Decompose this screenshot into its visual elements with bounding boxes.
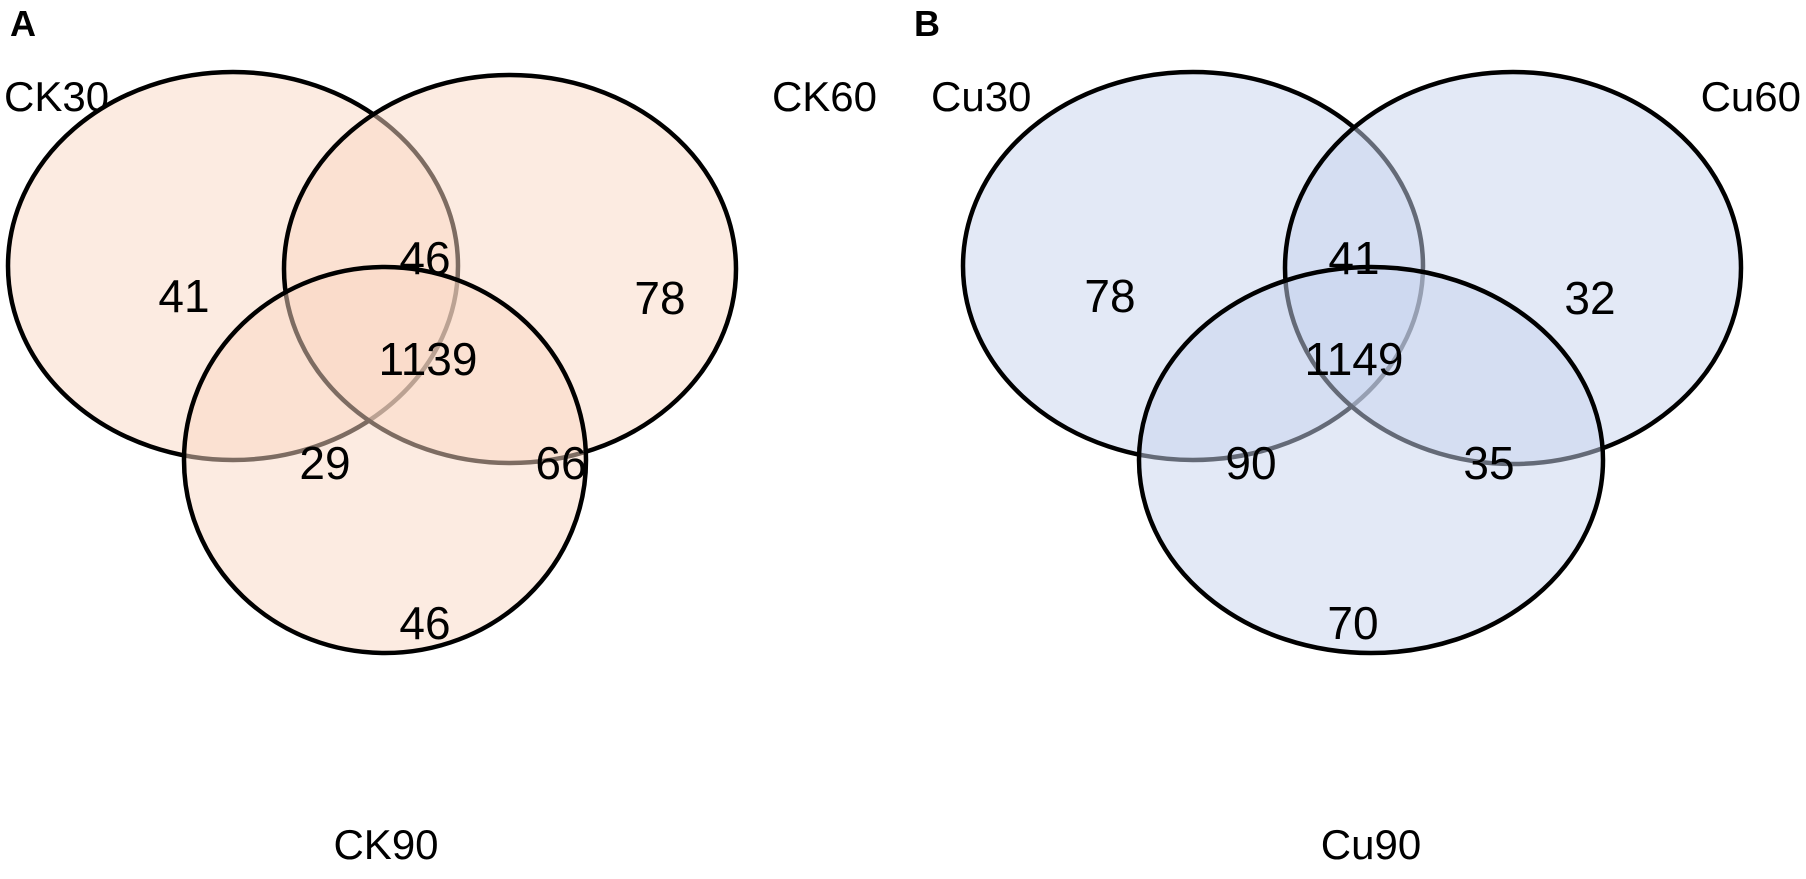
venn-circle-set3 [181, 264, 589, 656]
region-count-set2-set3: 35 [1463, 437, 1514, 489]
region-count-only-set3: 70 [1327, 597, 1378, 649]
region-count-set1-set2: 46 [399, 232, 450, 284]
region-count-only-set2: 78 [634, 272, 685, 324]
region-count-set1-set2: 41 [1328, 232, 1379, 284]
venn-panel-a: A CK30 CK60 CK90 41 78 46 1139 29 66 46 [4, 3, 877, 868]
set-label-set2: CK60 [772, 73, 877, 120]
region-count-set1-set3: 29 [299, 437, 350, 489]
set-label-set3: Cu90 [1321, 821, 1421, 868]
set-label-set1: CK30 [4, 73, 109, 120]
region-count-all: 1149 [1305, 333, 1404, 385]
venn-circle-set3 [1136, 264, 1606, 656]
region-count-only-set3: 46 [399, 597, 450, 649]
set-label-set1: Cu30 [931, 73, 1031, 120]
panel-letter-a: A [10, 3, 36, 44]
region-count-only-set1: 41 [158, 270, 209, 322]
region-count-all: 1139 [379, 333, 478, 385]
venn-panel-b: B Cu30 Cu60 Cu90 78 32 41 1149 90 35 70 [914, 3, 1801, 868]
region-count-set2-set3: 66 [535, 437, 586, 489]
region-count-only-set2: 32 [1564, 272, 1615, 324]
set-label-set2: Cu60 [1701, 73, 1801, 120]
set-label-set3: CK90 [333, 821, 438, 868]
region-count-only-set1: 78 [1084, 270, 1135, 322]
region-count-set1-set3: 90 [1225, 437, 1276, 489]
panel-letter-b: B [914, 3, 940, 44]
